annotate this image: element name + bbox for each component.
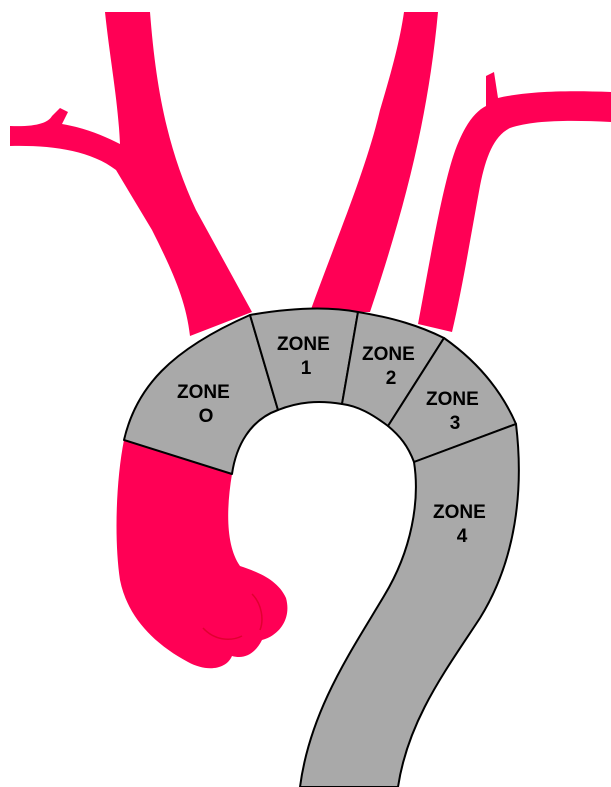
left-subclavian-artery — [418, 72, 611, 332]
zone-4-region — [300, 424, 519, 787]
zone-1-label-line2: 1 — [301, 358, 312, 379]
zone-3-label-line2: 3 — [450, 413, 461, 434]
left-common-carotid-artery — [310, 12, 438, 312]
ascending-aorta — [117, 440, 288, 668]
zone-0-label-line2: O — [199, 406, 214, 427]
zone-0-label-line1: ZONE — [177, 382, 230, 403]
zone-4-label-line2: 4 — [457, 526, 468, 547]
zone-1-label-line1: ZONE — [277, 334, 330, 355]
zone-4-label-line1: ZONE — [433, 502, 486, 523]
zone-2-label-line1: ZONE — [362, 344, 415, 365]
zone-3-label-line1: ZONE — [426, 389, 479, 410]
zone-2-label-line2: 2 — [386, 368, 397, 389]
brachiocephalic-trunk — [10, 12, 252, 336]
